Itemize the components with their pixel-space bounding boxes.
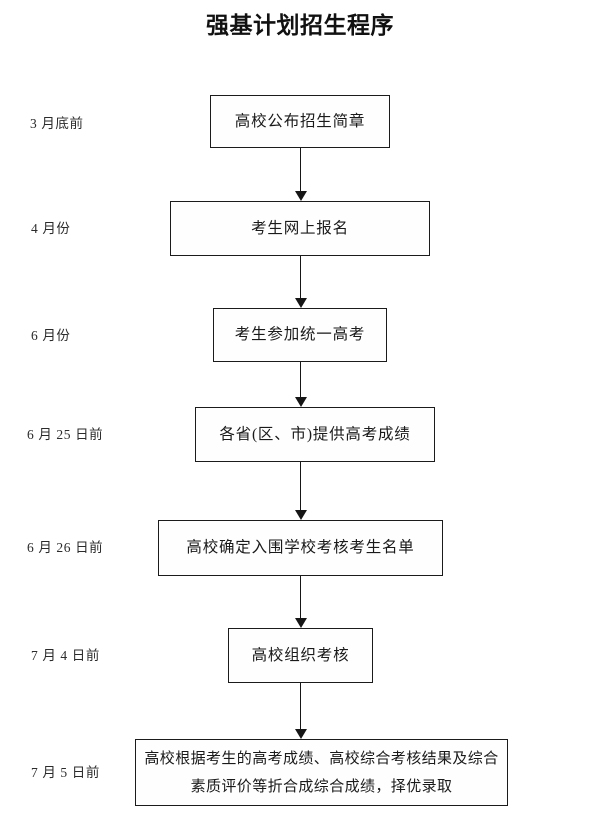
process-node-step-5: 高校确定入围学校考核考生名单 bbox=[158, 520, 443, 576]
arrowhead-down-icon bbox=[294, 510, 307, 520]
timeline-label-step-6: 7 月 4 日前 bbox=[31, 648, 100, 663]
process-node-step-2: 考生网上报名 bbox=[170, 201, 430, 256]
timeline-label-step-7: 7 月 5 日前 bbox=[31, 765, 100, 780]
page-title: 强基计划招生程序 bbox=[206, 12, 394, 38]
flow-arrow-5-to-6 bbox=[294, 576, 307, 628]
arrowhead-down-icon bbox=[294, 397, 307, 407]
arrowhead-down-icon bbox=[294, 191, 307, 201]
arrowhead-down-icon bbox=[294, 618, 307, 628]
flow-arrow-3-to-4 bbox=[294, 362, 307, 407]
flow-arrow-4-to-5 bbox=[294, 462, 307, 520]
arrowhead-down-icon bbox=[294, 729, 307, 739]
timeline-label-step-2: 4 月份 bbox=[31, 221, 71, 236]
timeline-label-step-5: 6 月 26 日前 bbox=[27, 540, 104, 555]
process-node-step-7: 高校根据考生的高考成绩、高校综合考核结果及综合素质评价等折合成综合成绩，择优录取 bbox=[135, 739, 508, 806]
flow-arrow-6-to-7 bbox=[294, 683, 307, 739]
process-node-step-4: 各省(区、市)提供高考成绩 bbox=[195, 407, 435, 462]
timeline-label-step-3: 6 月份 bbox=[31, 328, 71, 343]
arrow-shaft bbox=[300, 683, 302, 730]
timeline-label-step-4: 6 月 25 日前 bbox=[27, 427, 104, 442]
process-node-step-1: 高校公布招生简章 bbox=[210, 95, 390, 148]
arrow-shaft bbox=[300, 462, 302, 511]
arrowhead-down-icon bbox=[294, 298, 307, 308]
process-node-step-6: 高校组织考核 bbox=[228, 628, 373, 683]
arrow-shaft bbox=[300, 576, 302, 619]
arrow-shaft bbox=[300, 256, 302, 299]
timeline-label-step-1: 3 月底前 bbox=[30, 116, 84, 131]
flow-arrow-2-to-3 bbox=[294, 256, 307, 308]
flow-arrow-1-to-2 bbox=[294, 148, 307, 201]
process-node-step-3: 考生参加统一高考 bbox=[213, 308, 387, 362]
arrow-shaft bbox=[300, 362, 302, 398]
arrow-shaft bbox=[300, 148, 302, 192]
